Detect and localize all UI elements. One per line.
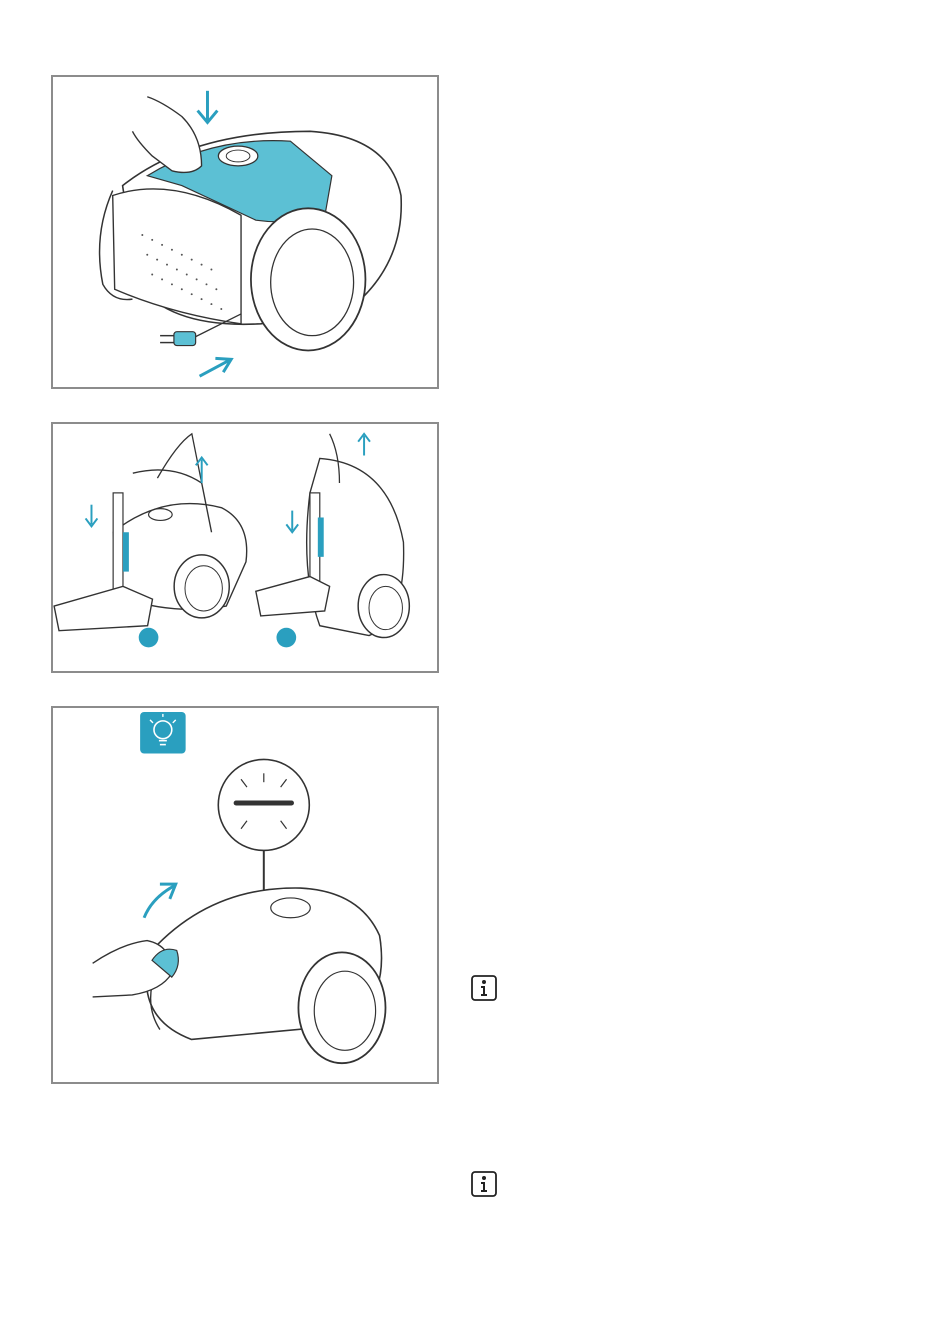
figure-cord-lid	[51, 75, 439, 389]
figure-carry-park	[51, 422, 439, 673]
indicator-icon	[218, 759, 309, 850]
vacuum-cleaner-illustration	[53, 77, 437, 387]
dust-indicator-illustration	[53, 708, 437, 1082]
info-icon	[471, 1171, 497, 1197]
step-marker-icon	[139, 628, 159, 648]
tip-bulb-icon	[140, 712, 186, 754]
figure-dust-indicator	[51, 706, 439, 1084]
carry-park-illustration	[53, 424, 437, 671]
info-icon	[471, 975, 497, 1001]
step-marker-icon	[276, 628, 296, 648]
